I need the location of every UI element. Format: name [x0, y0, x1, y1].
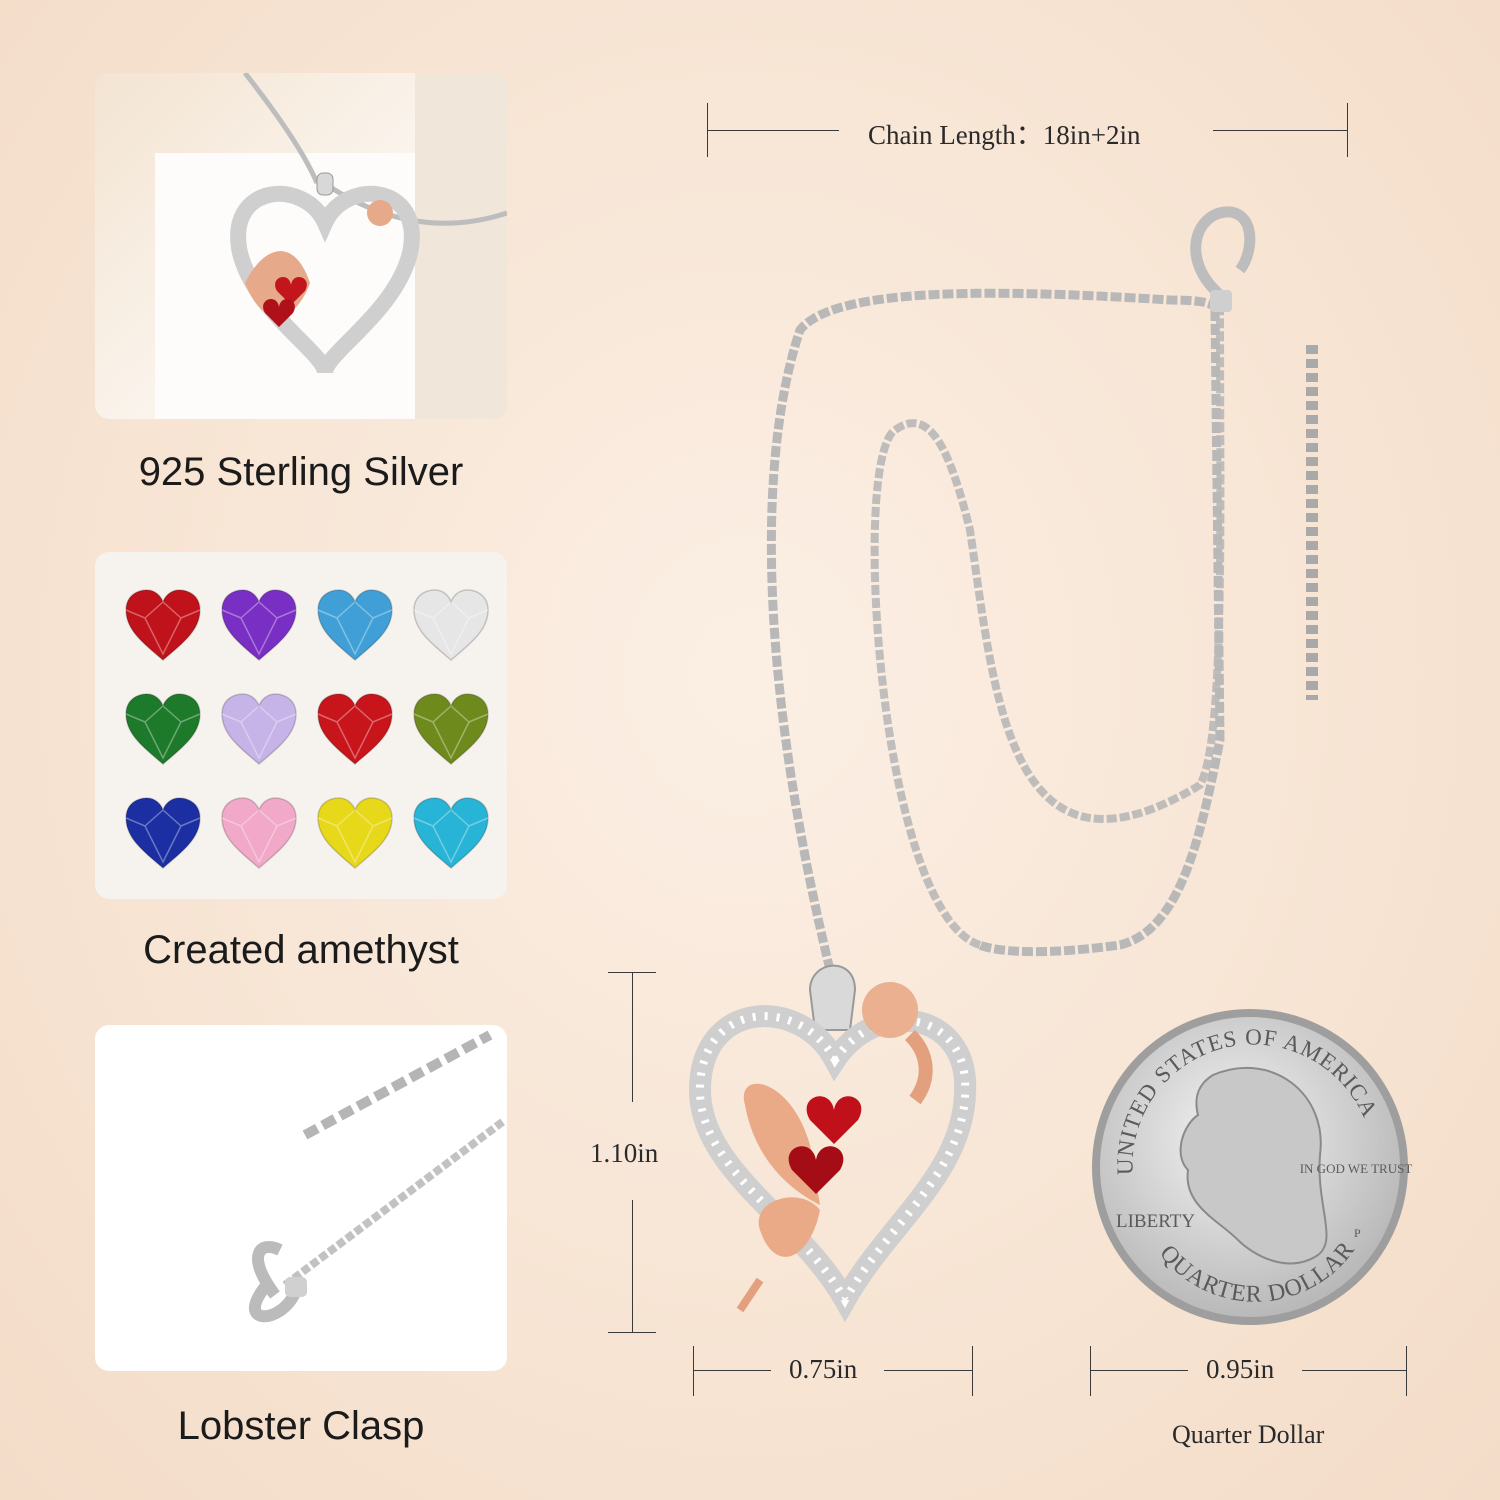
heart-gem-icon: [125, 797, 201, 869]
height-dim-line-top: [632, 972, 633, 1102]
pendant-height-label: 1.10in: [590, 1138, 659, 1168]
heart-gem-icon: [221, 589, 297, 661]
product-photo-stand: [95, 73, 507, 419]
pendant-width-label: 0.75in: [789, 1354, 858, 1384]
birthstone-ruby: [307, 678, 403, 782]
birthstone-options-panel: [95, 552, 507, 899]
chain-length-text: Chain Length：18in+2in: [868, 120, 1141, 150]
birthstone-emerald: [115, 678, 211, 782]
heart-gem-icon: [317, 797, 393, 869]
birthstone-citrine: [307, 782, 403, 886]
lobster-clasp-image: [248, 1030, 507, 1323]
coin-dim-tick-left: [1090, 1346, 1091, 1396]
chain-dim-line-right: [1213, 130, 1347, 131]
birthstone-diamond: [403, 574, 499, 678]
birthstone-garnet: [115, 574, 211, 678]
birthstone-alexandrite: [211, 678, 307, 782]
necklace-illustration: [688, 206, 1318, 1323]
birthstone-amethyst: [211, 574, 307, 678]
heart-gem-icon: [221, 797, 297, 869]
birthstone-peridot: [403, 678, 499, 782]
birthstone-sapphire: [115, 782, 211, 886]
caption-clasp: Lobster Clasp: [177, 1404, 425, 1448]
chain-dim-tick-right: [1347, 103, 1348, 157]
coin-dim-line-right: [1302, 1370, 1406, 1371]
caption-silver: 925 Sterling Silver: [138, 450, 464, 494]
heart-gem-icon: [125, 693, 201, 765]
heart-gem-icon: [221, 693, 297, 765]
birthstone-tourmaline: [211, 782, 307, 886]
width-dim-line-left: [693, 1370, 771, 1371]
chain-dim-line-left: [707, 130, 839, 131]
heart-gem-icon: [125, 589, 201, 661]
width-dim-line-right: [884, 1370, 972, 1371]
heart-gem-icon: [317, 589, 393, 661]
birthstone-aquamarine: [307, 574, 403, 678]
coin-mint-mark: P: [1354, 1226, 1361, 1240]
coin-dim-tick-right: [1406, 1346, 1407, 1396]
quarter-coin-image: UNITED STATES OF AMERICA IN GOD WE TRUST…: [1092, 1009, 1413, 1325]
birthstone-blue-topaz: [403, 782, 499, 886]
caption-stone: Created amethyst: [143, 928, 459, 972]
clasp-photo: [95, 1025, 507, 1371]
heart-gem-icon: [413, 693, 489, 765]
coin-width-label: 0.95in: [1206, 1354, 1275, 1384]
coin-dim-line-left: [1090, 1370, 1188, 1371]
birthstone-grid: [115, 574, 499, 886]
width-dim-tick-right: [972, 1346, 973, 1396]
coin-motto: IN GOD WE TRUST: [1300, 1161, 1413, 1176]
height-dim-line-bottom: [632, 1200, 633, 1332]
heart-gem-icon: [413, 589, 489, 661]
heart-gem-icon: [413, 797, 489, 869]
width-dim-tick-left: [693, 1346, 694, 1396]
height-dim-tick-bottom: [608, 1332, 656, 1333]
coin-liberty: LIBERTY: [1116, 1211, 1195, 1232]
necklace-on-stand-image: [155, 73, 507, 419]
coin-caption: Quarter Dollar: [1172, 1420, 1325, 1449]
heart-gem-icon: [317, 693, 393, 765]
